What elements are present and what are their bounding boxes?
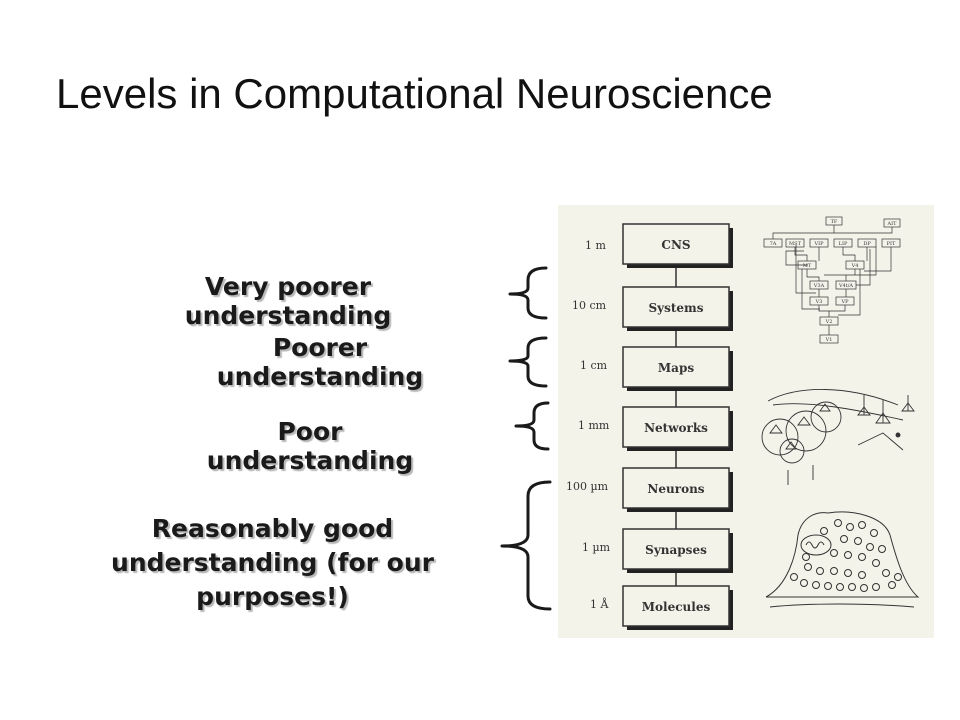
label-poor-understanding: Poor understanding	[206, 417, 414, 475]
svg-text:10 cm: 10 cm	[572, 299, 607, 312]
level-maps: 1 cm Maps	[580, 346, 733, 391]
svg-text:V3A: V3A	[813, 283, 825, 289]
brace-very-poorer	[508, 266, 548, 320]
svg-text:V4t/A: V4t/A	[838, 283, 853, 289]
svg-text:PIT: PIT	[887, 241, 896, 247]
svg-text:AIT: AIT	[887, 221, 898, 227]
svg-text:7A: 7A	[770, 241, 777, 247]
svg-text:V1: V1	[825, 337, 833, 343]
svg-text:1 cm: 1 cm	[580, 359, 608, 372]
level-neurons: 100 µm Neurons	[566, 467, 733, 512]
svg-text:Systems: Systems	[648, 301, 703, 315]
brace-reasonably-good	[500, 480, 552, 611]
svg-text:VIP: VIP	[814, 241, 825, 247]
svg-text:Synapses: Synapses	[645, 543, 707, 557]
svg-text:Maps: Maps	[658, 361, 694, 375]
level-synapses: 1 µm Synapses	[582, 528, 733, 573]
brace-poorer	[508, 336, 548, 388]
level-cns: 1 m CNS	[585, 223, 733, 268]
svg-text:V3: V3	[815, 299, 823, 305]
svg-text:100 µm: 100 µm	[566, 480, 609, 493]
brace-poor	[514, 401, 550, 451]
level-networks: 1 mm Networks	[578, 406, 733, 451]
svg-text:DP: DP	[863, 241, 871, 247]
levels-diagram: 1 m CNS 10 cm Systems 1 cm Maps 1 mm Net…	[566, 216, 920, 630]
svg-text:1 m: 1 m	[585, 239, 606, 252]
svg-text:1 mm: 1 mm	[578, 419, 610, 432]
svg-text:V4: V4	[851, 263, 859, 269]
label-very-poorer-understanding: Very poorer understanding	[184, 272, 392, 330]
label-reasonably-good-understanding: Reasonably good understanding (for our p…	[100, 512, 445, 614]
label-good-line-2: understanding (for our	[111, 548, 434, 577]
network-sketch	[761, 389, 915, 485]
svg-text:MT: MT	[803, 263, 812, 269]
svg-text:Molecules: Molecules	[642, 600, 711, 614]
label-good-line-1: Reasonably good	[151, 514, 394, 543]
svg-text:LIP: LIP	[839, 241, 848, 247]
level-systems: 10 cm Systems	[572, 286, 733, 331]
svg-text:Networks: Networks	[644, 421, 708, 435]
svg-text:TF: TF	[831, 219, 838, 225]
label-poorer-understanding: Poorer understanding	[216, 333, 424, 391]
label-good-line-3: purposes!)	[196, 582, 349, 611]
svg-text:CNS: CNS	[661, 238, 690, 252]
visual-areas-diagram: TF AIT 7A MST VIP LIP DP PIT MT V4 V3A V4t/A V3…	[763, 216, 901, 344]
slide-title: Levels in Computational Neuroscience	[56, 70, 773, 117]
synapse-sketch	[765, 511, 920, 608]
svg-text:V2: V2	[825, 319, 833, 325]
svg-text:VP: VP	[841, 299, 850, 305]
svg-text:MST: MST	[789, 241, 802, 247]
levels-figure: 1 m CNS 10 cm Systems 1 cm Maps 1 mm Net…	[558, 205, 934, 638]
svg-text:1 µm: 1 µm	[582, 541, 611, 554]
svg-text:1 Å: 1 Å	[590, 597, 609, 611]
level-molecules: 1 Å Molecules	[590, 585, 733, 630]
svg-text:Neurons: Neurons	[647, 482, 704, 496]
